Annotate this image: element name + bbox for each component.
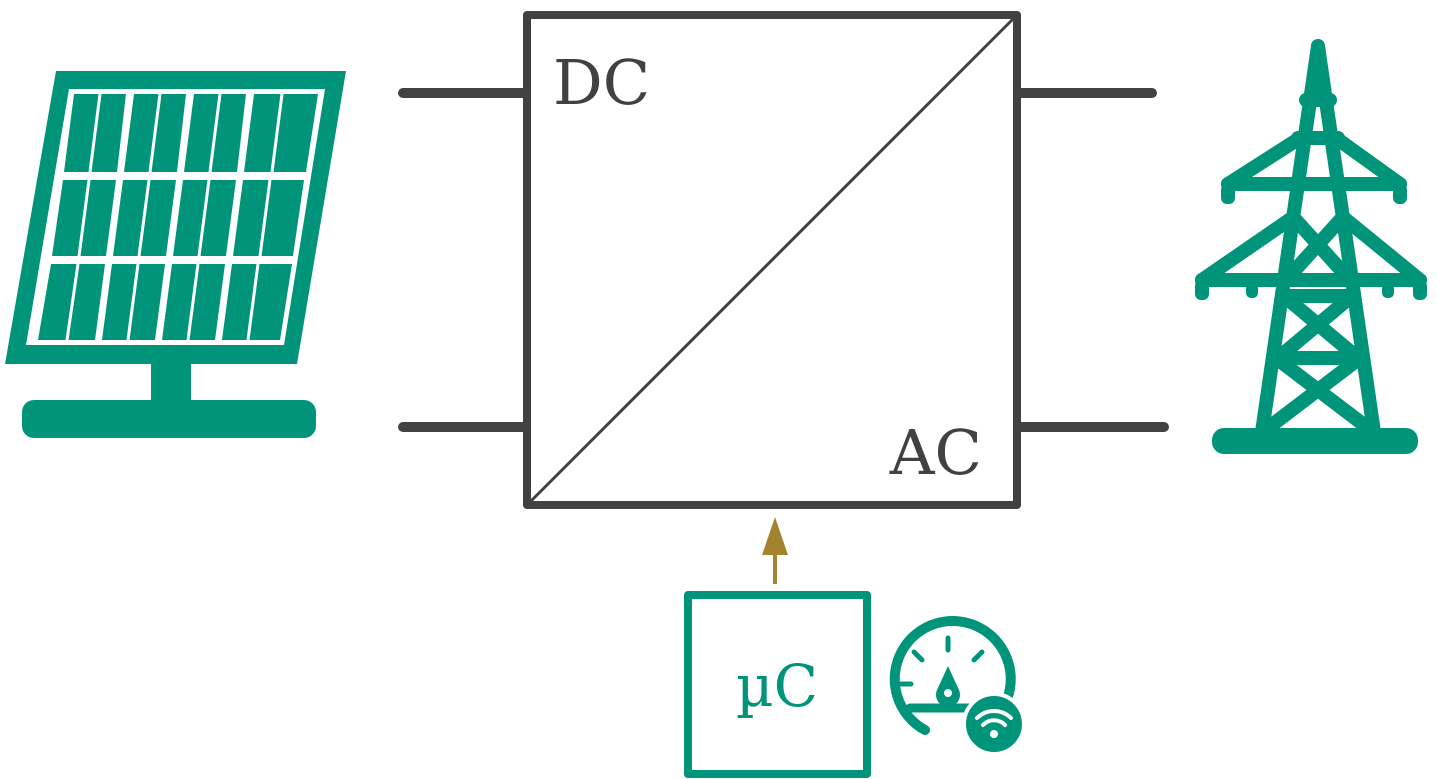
smart-meter-wifi-icon: [889, 616, 1026, 756]
dc-connection-lines: [398, 88, 532, 432]
dc-label: DC: [553, 46, 650, 119]
inverter-block: DC AC: [523, 11, 1021, 509]
solar-panel-icon: [5, 71, 346, 438]
microcontroller-block: µC: [684, 591, 871, 778]
power-pylon-icon: [1195, 39, 1427, 454]
inverter-diagonal: [529, 17, 1015, 503]
control-arrow: [762, 517, 788, 584]
ac-connection-lines: [1012, 88, 1169, 432]
ac-label: AC: [889, 416, 982, 489]
microcontroller-label: µC: [736, 652, 818, 720]
